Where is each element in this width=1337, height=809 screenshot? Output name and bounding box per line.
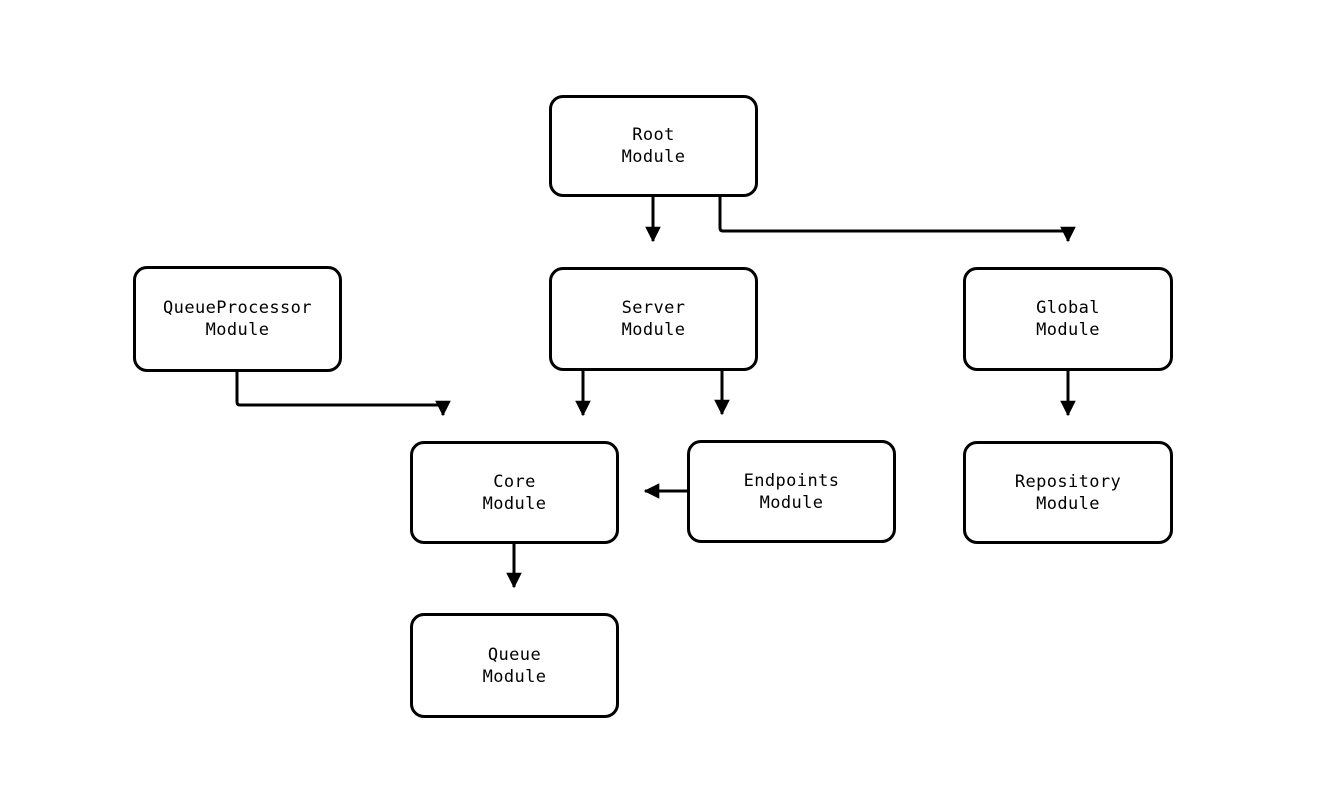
- node-core-module-label-line2: Module: [482, 493, 547, 514]
- node-endpoints-module-label-line1: Endpoints: [743, 470, 840, 491]
- edge-queueprocessor-to-core: [235, 372, 451, 417]
- node-server-module-label-line2: Module: [621, 320, 686, 340]
- node-core-module-label-line1: Core: [493, 471, 536, 492]
- node-queueprocessor-module[interactable]: QueueProcessor Module: [133, 266, 342, 372]
- node-repository-module-label-line1: Repository: [1014, 471, 1122, 492]
- node-root-module-label-line1: Root: [632, 125, 675, 145]
- node-core-module[interactable]: Core Module: [410, 441, 619, 544]
- node-root-module[interactable]: Root Module: [549, 95, 758, 197]
- node-root-module-label-line2: Module: [621, 147, 686, 167]
- node-queue-module[interactable]: Queue Module: [410, 613, 619, 718]
- node-server-module[interactable]: Server Module: [549, 267, 758, 371]
- node-server-module-label-line1: Server: [621, 298, 686, 318]
- node-endpoints-module-label-line2: Module: [759, 492, 824, 513]
- node-queue-module-label-line1: Queue: [487, 644, 542, 665]
- node-repository-module-label-line2: Module: [1036, 493, 1100, 514]
- node-global-module-label-line2: Module: [1036, 320, 1100, 340]
- node-endpoints-module[interactable]: Endpoints Module: [687, 440, 896, 543]
- node-global-module-label-line1: Global: [1036, 298, 1100, 318]
- node-queueprocessor-module-label-line1: QueueProcessor: [163, 298, 312, 318]
- edge-root-to-global: [718, 197, 1076, 243]
- node-queue-module-label-line2: Module: [482, 666, 547, 687]
- node-global-module[interactable]: Global Module: [963, 267, 1173, 371]
- node-repository-module[interactable]: Repository Module: [963, 441, 1173, 544]
- node-queueprocessor-module-label-line2: Module: [205, 320, 270, 340]
